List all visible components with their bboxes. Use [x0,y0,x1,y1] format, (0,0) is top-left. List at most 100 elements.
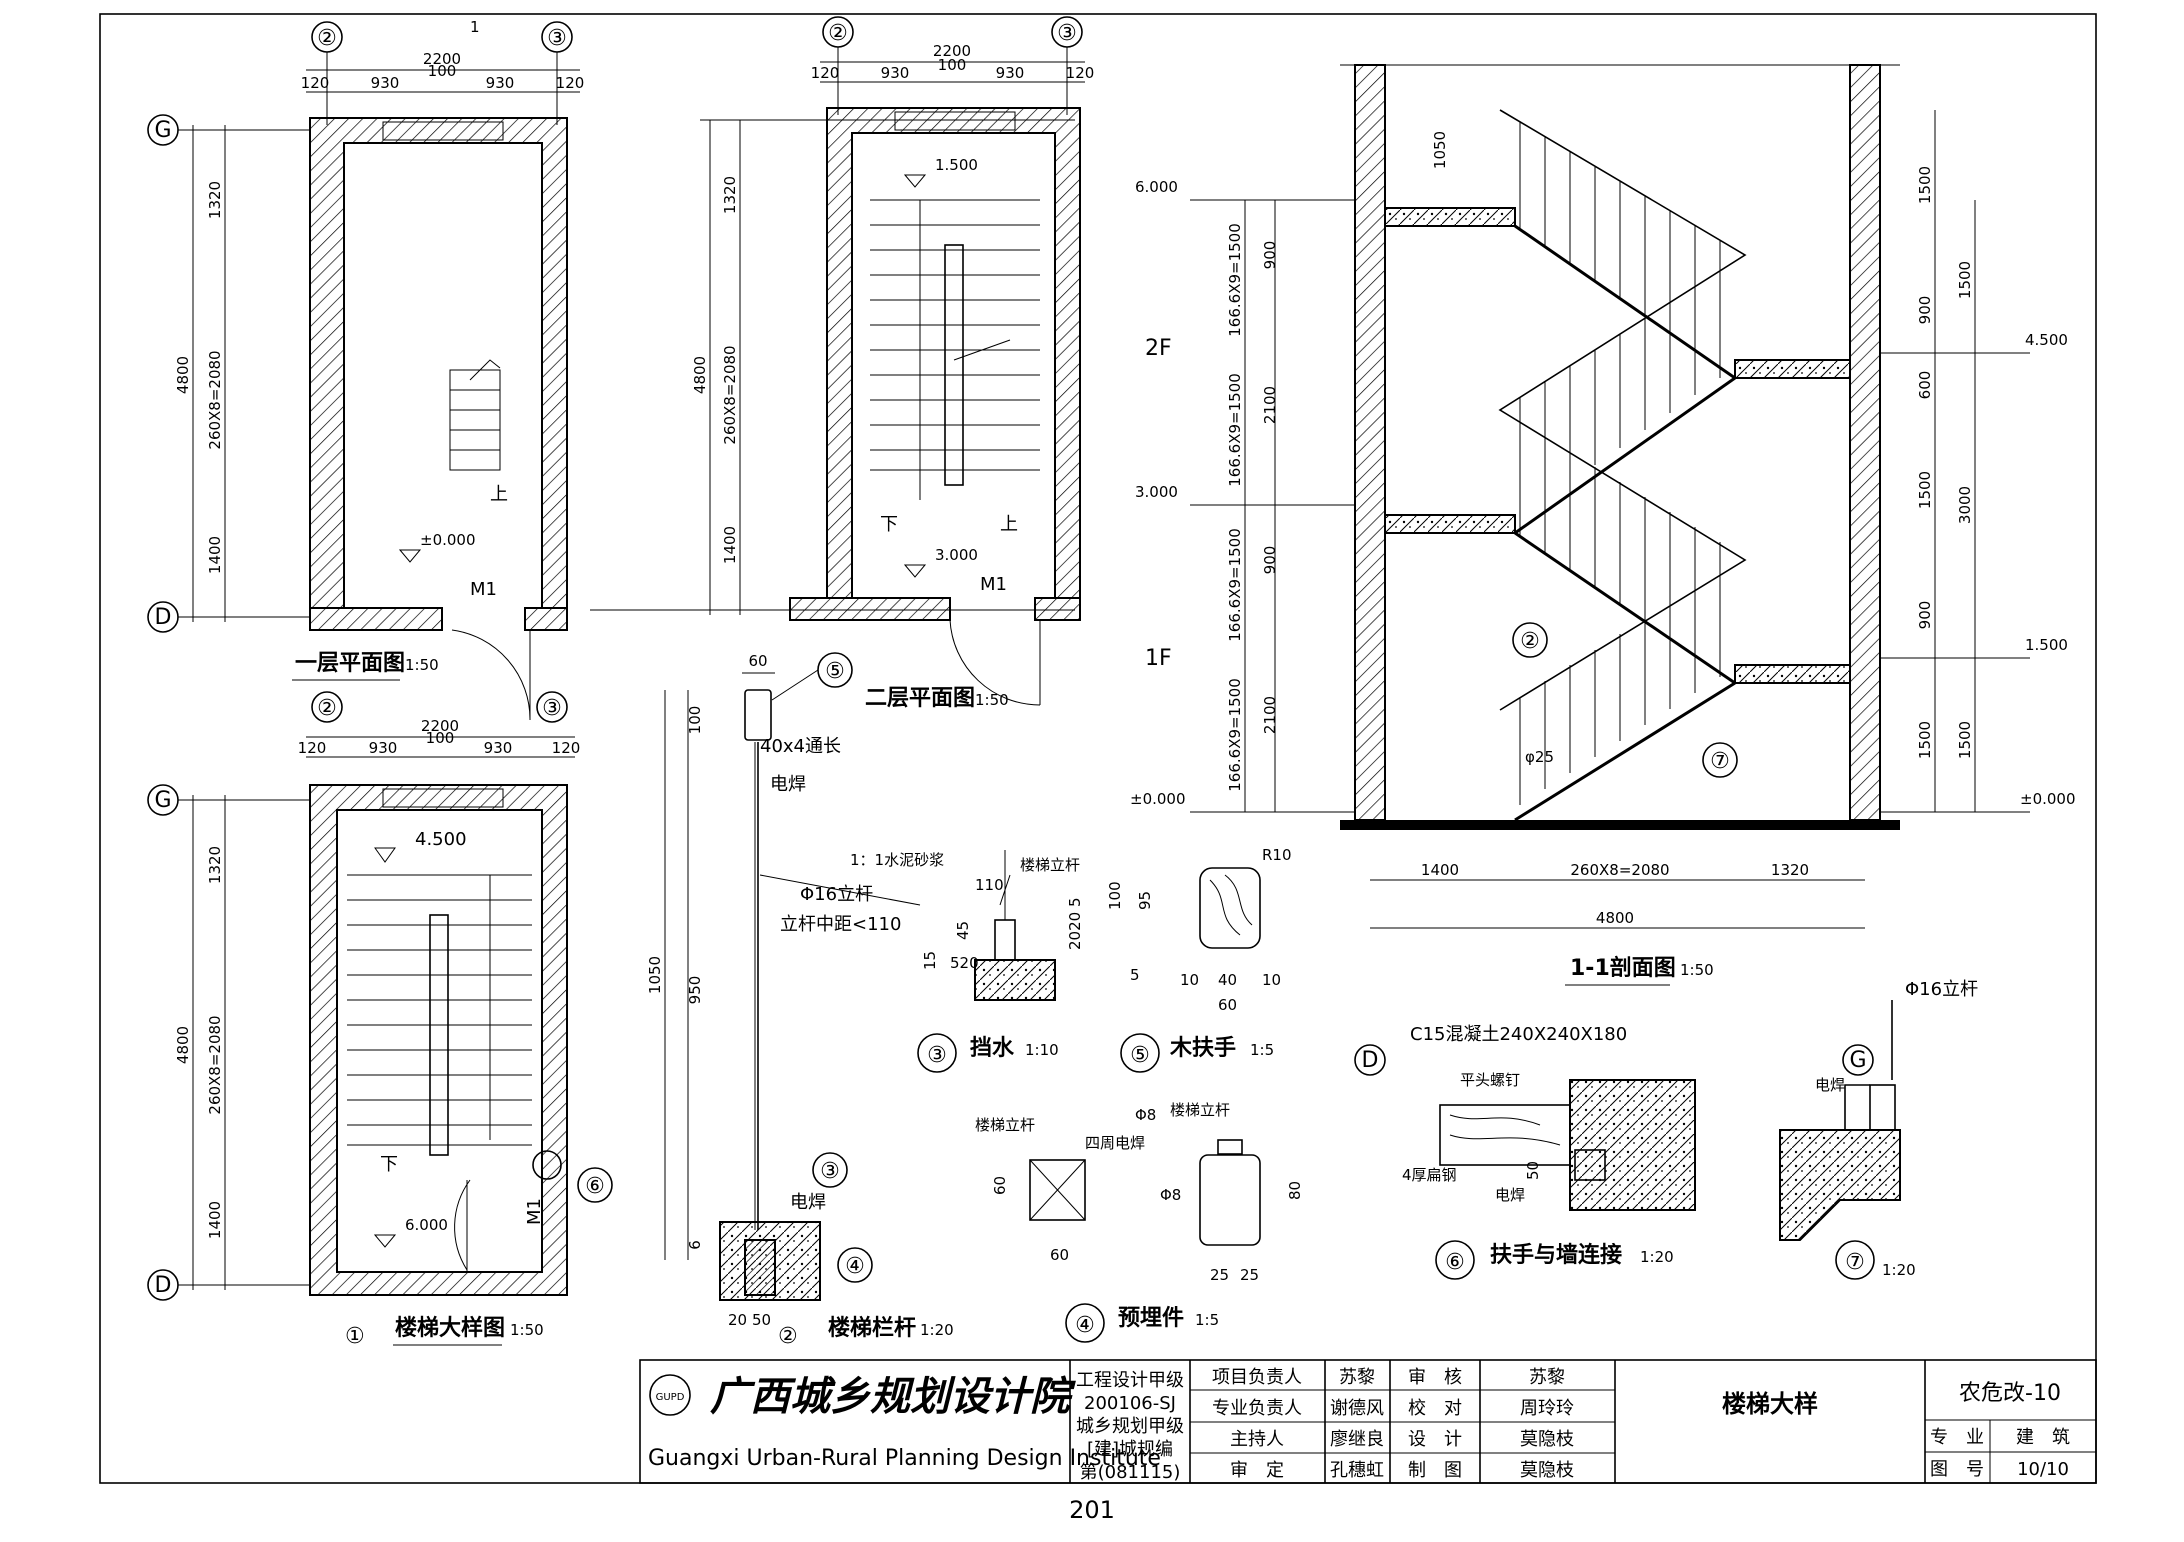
dim-1500-r4: 1500 [1956,261,1974,299]
axis-2-p2: ② [828,21,848,46]
axis-3-p3: ③ [542,696,562,721]
dim-1500-r1: 1500 [1916,166,1934,204]
embed-title: 预埋件 [1118,1306,1184,1331]
spec-label: 专 业 [1930,1427,1984,1448]
dim-120-p2a: 120 [811,64,840,82]
wallconn-title: 扶手与墙连接 [1490,1242,1622,1268]
name-2: 谢德风 [1330,1398,1384,1419]
elev-4500: 4.500 [2025,331,2068,349]
section-mark: 1 [470,18,480,36]
plan-second-floor: ② ③ 2200 930 100 930 120 120 4800 1320 2… [590,16,1094,711]
elev-p1: ±0.000 [420,531,476,549]
role-8: 制 图 [1408,1460,1462,1481]
note-c15: C15混凝土240X240X180 [1410,1024,1627,1045]
dim-120-a: 120 [301,74,330,92]
elev-p3-top: 4.500 [415,829,467,850]
callout-6-p3: ⑥ [585,1174,605,1199]
dim-2100-b: 2100 [1261,696,1279,734]
dim-1500-r5: 1500 [1956,721,1974,759]
note-weld-a: 电焊 [770,774,806,795]
dim-100: 100 [428,62,457,80]
detail-wood-handrail: R10 100 95 5 10 40 10 60 ⑤ 木扶手 1:5 [1106,846,1292,1073]
axis-2-label: ② [317,26,337,51]
dim-stair: 260X8=2080 [206,350,224,449]
axis-d-sec: D [1362,1048,1379,1073]
no-label: 图 号 [1930,1459,1984,1480]
dim-25-a: 25 [1210,1266,1229,1284]
name-1: 苏黎 [1339,1367,1375,1388]
water-title: 挡水 [970,1036,1015,1061]
role-7: 设 计 [1408,1429,1462,1450]
dim-1320-p3: 1320 [206,846,224,884]
dim-1500-r3: 1500 [1916,721,1934,759]
elev-0-r: ±0.000 [2020,790,2076,808]
dim-15: 15 [921,951,939,970]
r10: R10 [1262,846,1292,864]
callout-2-sec: ② [1520,629,1540,654]
dim-120-p3b: 120 [552,739,581,757]
name-8: 莫隐枝 [1520,1460,1574,1481]
note-weld-6: 电焊 [1495,1186,1525,1204]
dim-1050-sec: 1050 [1431,131,1449,169]
dim-25-b: 25 [1240,1266,1259,1284]
dim-45: 45 [954,921,972,940]
plan2-scale: 1:50 [975,691,1009,709]
cert-4: [建]城规编 [1087,1439,1173,1460]
rail-title: 楼梯栏杆 [828,1315,916,1341]
dim-930-p2a: 930 [881,64,910,82]
institute-cn: 广西城乡规划设计院 [710,1374,1076,1420]
wood-scale: 1:5 [1250,1041,1274,1059]
detail-water-stop: 1：1水泥砂浆 楼梯立杆 110 45 15 520 2020 5 ③ 挡水 1… [850,850,1084,1073]
rail-no: ② [778,1324,798,1349]
dim-4800-sec: 4800 [1596,909,1634,927]
dim-1320-sec: 1320 [1771,861,1809,879]
embed-no: ④ [1075,1313,1095,1338]
dim-930-p2b: 930 [996,64,1025,82]
wallconn-scale: 1:20 [1640,1248,1674,1266]
note-post: Φ16立杆 [800,884,873,905]
down-label-p3: 下 [380,1154,398,1175]
note-phi8-a: Φ8 [1135,1106,1156,1124]
callout-7-sec: ⑦ [1710,749,1730,774]
plan1-scale: 1:50 [405,656,439,674]
dim-100-rail: 100 [686,706,704,735]
door-p3: M1 [524,1198,545,1225]
section-scale: 1:50 [1680,961,1714,979]
elev-0: ±0.000 [1130,790,1186,808]
name-6: 周玲玲 [1520,1398,1574,1419]
section-1-1: 6.000 3.000 ±0.000 166.6X9=1500 166.6X9=… [1130,64,2076,1076]
wood-no: ⑤ [1130,1043,1150,1068]
detail-wall-connection: C15混凝土240X240X180 平头螺钉 4厚扁钢 电焊 50 ⑥ 扶手与墙… [1402,1024,1696,1280]
embed-scale: 1:5 [1195,1311,1219,1329]
dim-600-r: 600 [1916,371,1934,400]
dim-10-a: 10 [1180,971,1199,989]
note-weld-b: 电焊 [790,1192,826,1213]
d7-no: ⑦ [1845,1250,1865,1275]
dim-2200-p3: 2200 [421,717,459,735]
drawing-name: 楼梯大样 [1722,1390,1818,1418]
sheet-border [99,13,2097,1484]
d7-scale: 1:20 [1882,1261,1916,1279]
cert-2: 200106-SJ [1084,1393,1176,1414]
name-4: 孔穗虹 [1330,1460,1384,1481]
dim-1320: 1320 [206,181,224,219]
role-3: 主持人 [1230,1429,1284,1450]
dim-930-p3a: 930 [369,739,398,757]
detail-7: Φ16立杆 G 电焊 ⑦ 1:20 [1779,979,1978,1280]
dim-2200-p2: 2200 [933,42,971,60]
water-scale: 1:10 [1025,1041,1059,1059]
plan-stair-detail: ② ③ 2200 930 100 930 120 120 G D 4800 13… [147,691,613,1349]
up-label-p2: 上 [1000,514,1018,535]
dim-flight-b: 166.6X9=1500 [1226,373,1244,487]
note-screw: 平头螺钉 [1460,1071,1520,1089]
door-p2: M1 [980,574,1007,595]
dim-flight-d: 166.6X9=1500 [1226,678,1244,792]
name-5: 苏黎 [1529,1367,1565,1388]
institute-logo-icon [649,1374,691,1416]
dim-2200: 2200 [423,50,461,68]
wallconn-no: ⑥ [1445,1250,1465,1275]
down-label-p2: 下 [880,514,898,535]
plan-first-floor: ② ③ 2200 930 100 930 120 120 1 G D 4800 … [147,18,584,721]
dim-stair-sec: 260X8=2080 [1570,861,1669,879]
